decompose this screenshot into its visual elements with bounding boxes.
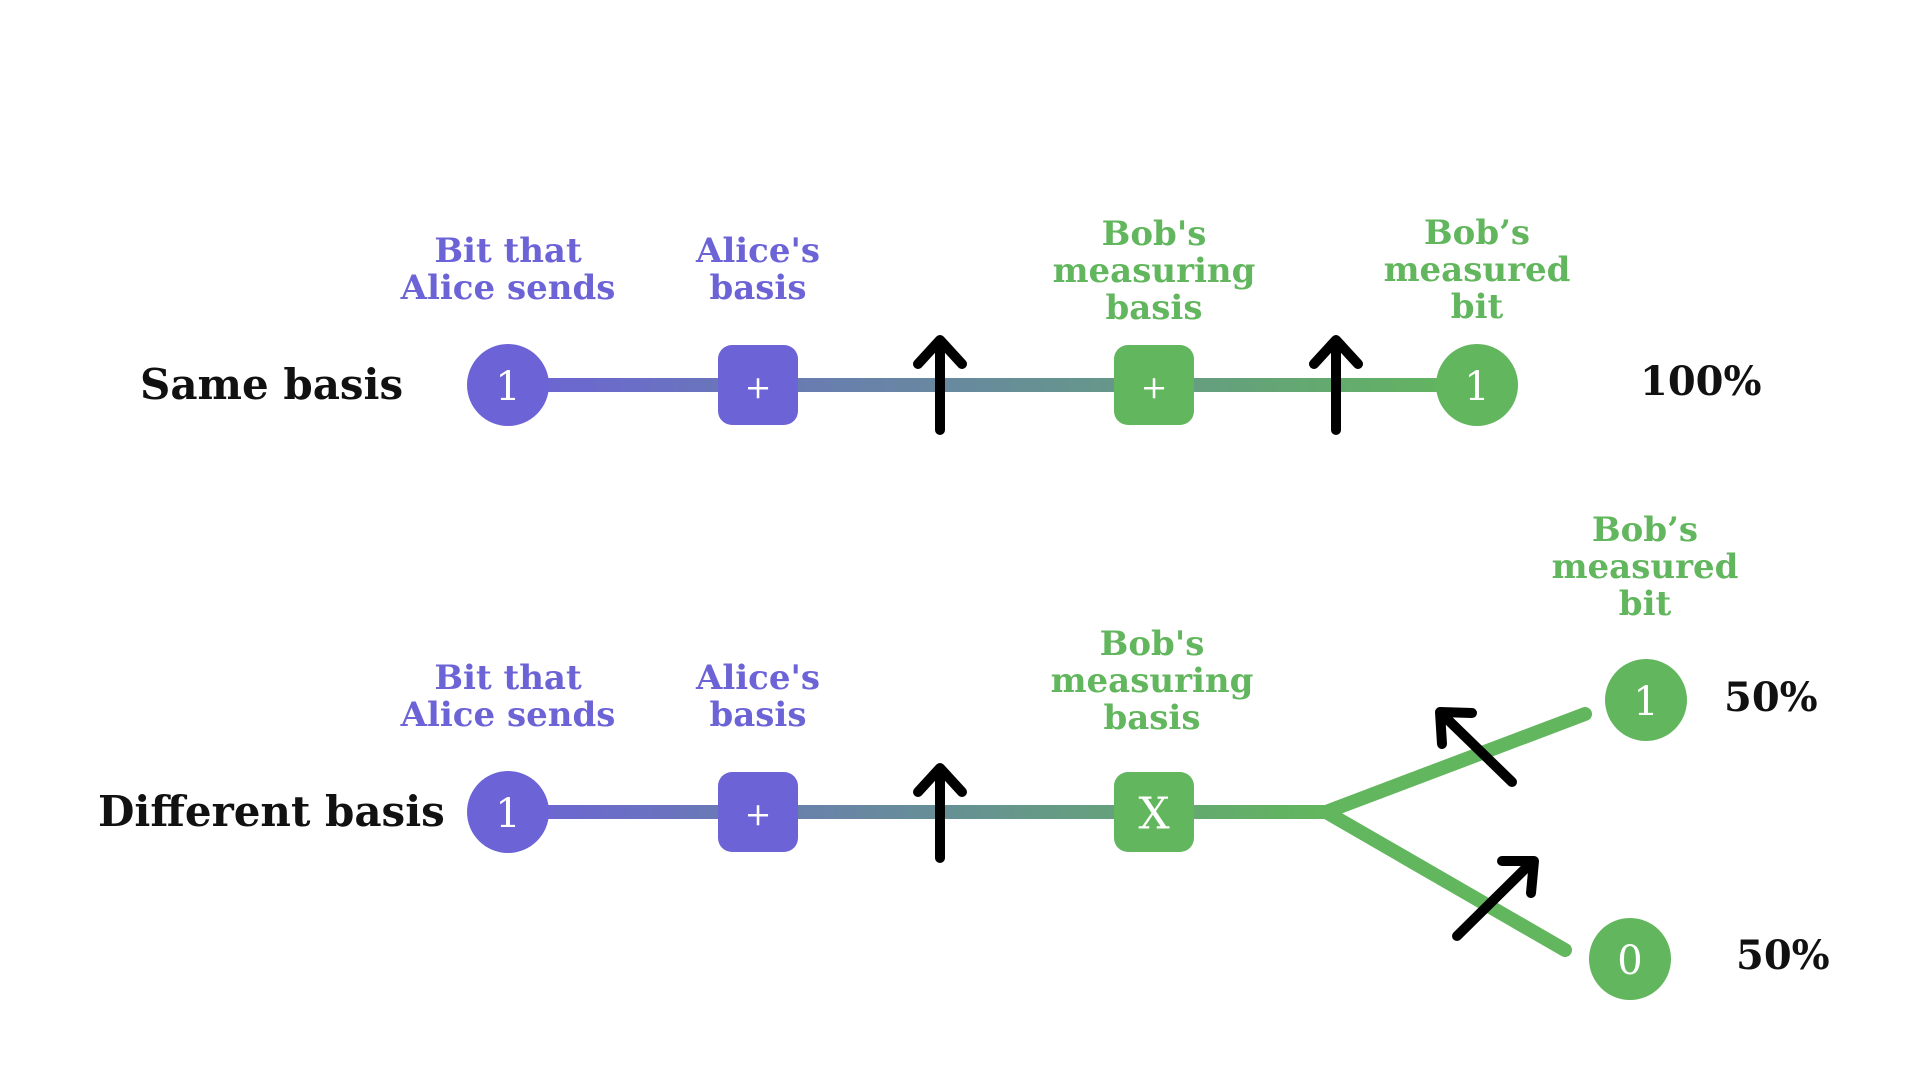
same-basis-measured-photon-arrow [1309, 335, 1363, 435]
label-line: measuring [1052, 251, 1256, 291]
same-basis-bob-bit-node: 1 [1436, 344, 1518, 426]
label-line: bit [1618, 584, 1672, 624]
different-basis-branch-down [1319, 805, 1572, 957]
different-basis-bob-bit-label: Bob’s measured bit [1540, 512, 1750, 623]
outcome-top-photon-arrow [1435, 707, 1517, 787]
label-line: Bob’s [1423, 213, 1531, 253]
same-basis-bob-basis-label: Bob's measuring basis [1034, 216, 1274, 327]
same-basis-alice-basis-label: Alice's basis [668, 233, 848, 307]
different-basis-photon-arrow [913, 763, 967, 863]
label-line: basis [709, 695, 807, 735]
outcome-top-probability: 50% [1724, 674, 1818, 721]
label-line: Bit that [434, 231, 582, 271]
same-basis-alice-bit-label: Bit that Alice sends [398, 233, 618, 307]
same-basis-alice-basis-node: + [718, 345, 798, 425]
different-basis-alice-basis-label: Alice's basis [668, 660, 848, 734]
svg-text:+: + [1141, 368, 1168, 406]
svg-text:+: + [745, 368, 772, 406]
different-basis-alice-bit-node: 1 [467, 771, 549, 853]
label-line: Bit that [434, 658, 582, 698]
label-line: basis [1103, 698, 1201, 738]
label-line: Bob’s [1591, 510, 1699, 550]
label-line: Alice sends [400, 268, 616, 308]
svg-text:1: 1 [495, 364, 520, 410]
label-line: basis [709, 268, 807, 308]
label-line: Alice sends [400, 695, 616, 735]
different-basis-bob-basis-label: Bob's measuring basis [1032, 626, 1272, 737]
label-line: bit [1450, 287, 1504, 327]
same-basis-photon-arrow [913, 335, 967, 435]
arrow-up-left-icon [1435, 707, 1517, 787]
arrow-up-icon [1309, 335, 1363, 435]
different-basis-alice-bit-label: Bit that Alice sends [398, 660, 618, 734]
svg-text:1: 1 [1464, 364, 1489, 410]
label-line: measured [1551, 547, 1739, 587]
label-line: Bob's [1099, 624, 1205, 664]
same-basis-bob-basis-node: + [1114, 345, 1194, 425]
label-line: Bob's [1101, 214, 1207, 254]
different-basis-alice-basis-node: + [718, 772, 798, 852]
svg-text:1: 1 [1633, 679, 1658, 725]
label-line: measured [1383, 250, 1571, 290]
outcome-top-bit-node: 1 [1605, 659, 1687, 741]
outcome-bottom-probability: 50% [1736, 932, 1830, 979]
label-line: Alice's [695, 658, 821, 698]
label-line: Alice's [695, 231, 821, 271]
outcome-bottom-bit-node: 0 [1589, 918, 1671, 1000]
different-basis-bob-basis-node: X [1114, 772, 1194, 852]
different-basis-branch-up [1319, 707, 1592, 819]
svg-text:0: 0 [1617, 938, 1642, 984]
arrow-up-right-icon [1452, 856, 1539, 941]
same-basis-probability: 100% [1640, 358, 1762, 405]
label-line: measuring [1050, 661, 1254, 701]
same-basis-row-label: Same basis [140, 360, 404, 409]
svg-text:+: + [745, 795, 772, 833]
outcome-bottom-photon-arrow [1452, 856, 1539, 941]
svg-text:1: 1 [495, 791, 520, 837]
different-basis-row-label: Different basis [98, 787, 445, 836]
arrow-up-icon [913, 763, 967, 863]
same-basis-bob-bit-label: Bob’s measured bit [1372, 215, 1582, 326]
same-basis-alice-bit-node: 1 [467, 344, 549, 426]
label-line: basis [1105, 288, 1203, 328]
svg-text:X: X [1138, 789, 1170, 840]
arrow-up-icon [913, 335, 967, 435]
